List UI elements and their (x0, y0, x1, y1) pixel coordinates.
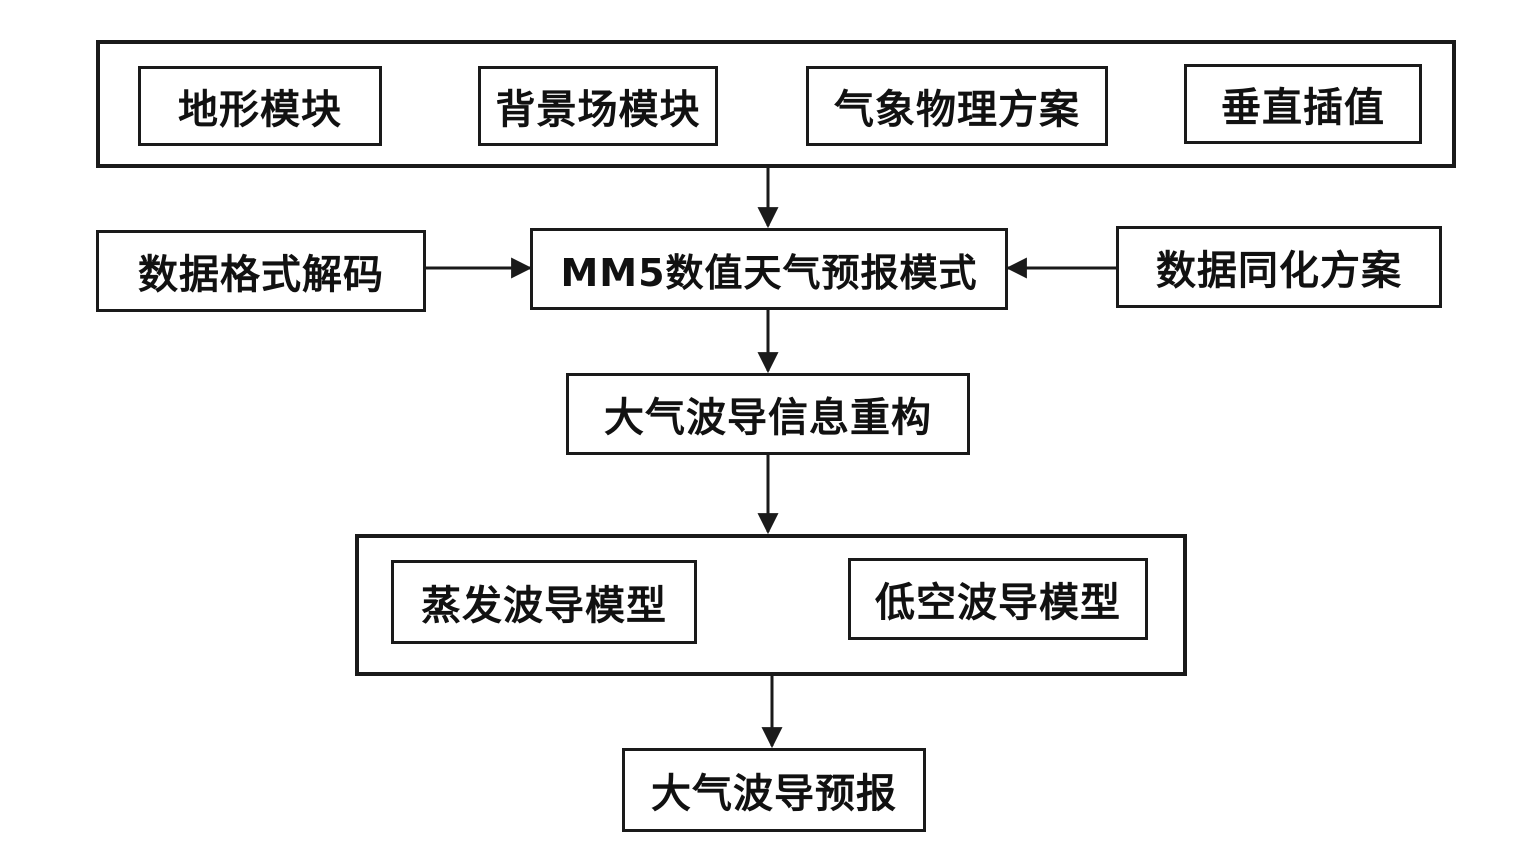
background-field-module-box: 背景场模块 (478, 66, 718, 146)
meteorological-physics-scheme-box: 气象物理方案 (806, 66, 1108, 146)
vertical-interpolation-box: 垂直插值 (1184, 64, 1422, 144)
low-altitude-duct-model-box: 低空波导模型 (848, 558, 1148, 640)
evaporation-duct-model-box: 蒸发波导模型 (391, 560, 697, 644)
terrain-module-box: 地形模块 (138, 66, 382, 146)
data-format-decoding-box: 数据格式解码 (96, 230, 426, 312)
mm5-model-box: MM5数值天气预报模式 (530, 228, 1008, 310)
data-assimilation-scheme-box: 数据同化方案 (1116, 226, 1442, 308)
atmospheric-duct-reconstruction-box: 大气波导信息重构 (566, 373, 970, 455)
atmospheric-duct-forecast-box: 大气波导预报 (622, 748, 926, 832)
